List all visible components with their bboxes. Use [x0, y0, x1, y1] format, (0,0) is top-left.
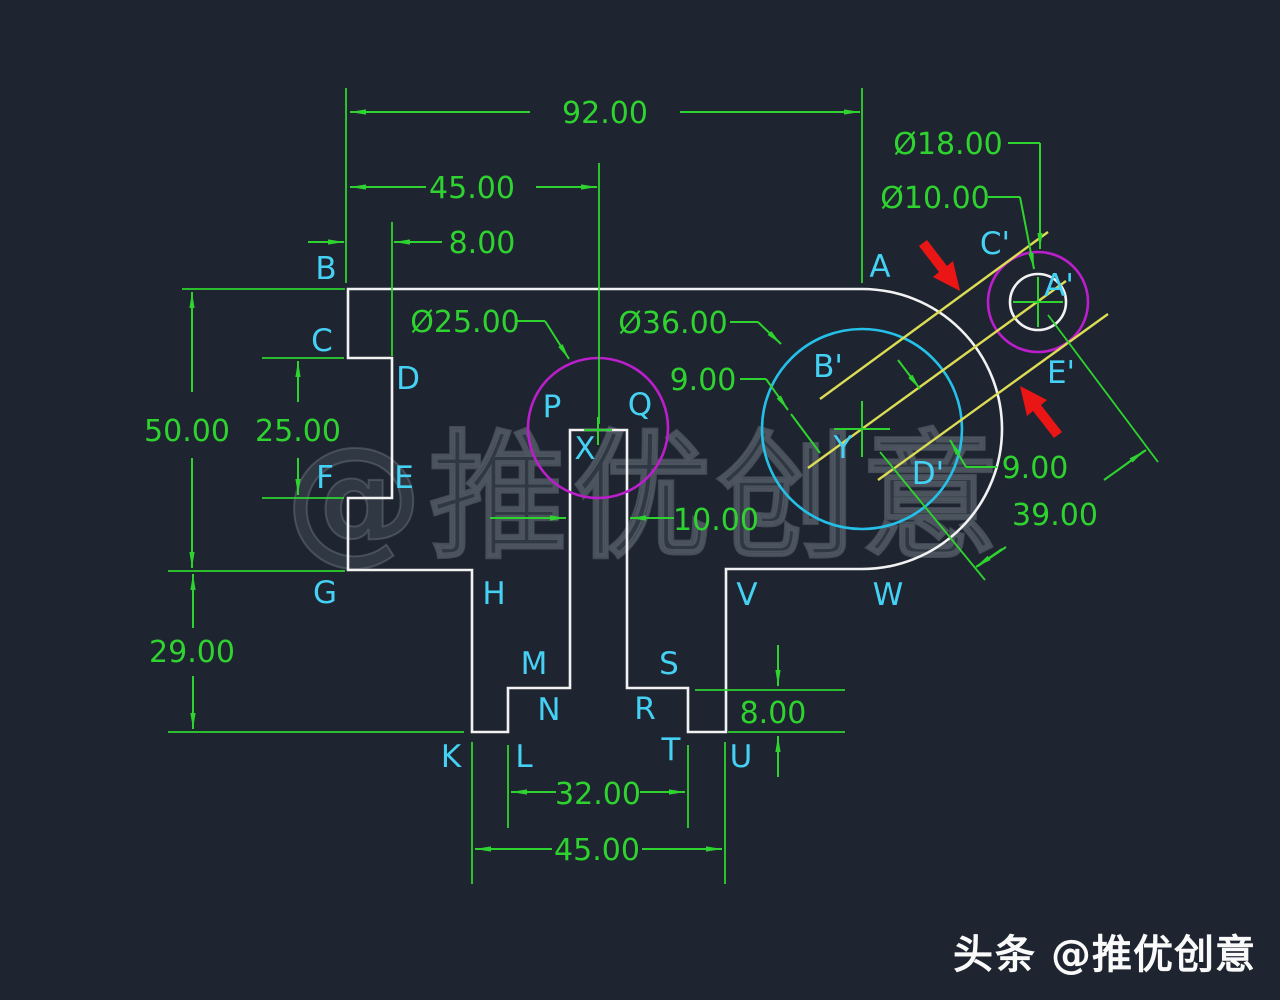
point-label-C: C: [311, 323, 333, 359]
point-label-D-prime: D': [912, 456, 944, 492]
hole-circle-d18: [986, 250, 1090, 354]
dim-value-offset-upper: 9.00: [670, 363, 737, 398]
dim-value-center-distance: 39.00: [1012, 498, 1098, 533]
point-label-P: P: [543, 389, 562, 425]
point-label-D: D: [396, 361, 420, 397]
hole-circle-d10: [1008, 272, 1068, 332]
red-pointer-upper: [919, 240, 960, 291]
point-label-G: G: [313, 575, 337, 611]
point-label-L: L: [515, 739, 533, 775]
point-label-E: E: [394, 460, 414, 496]
point-label-F: F: [316, 460, 334, 496]
hole-circle-d25: [526, 356, 670, 500]
dim-value-offset-lower: 9.00: [1002, 451, 1069, 486]
point-label-R: R: [634, 691, 656, 727]
point-label-U: U: [730, 739, 753, 775]
dim-value-step-offset: 8.00: [449, 226, 516, 261]
point-label-A-prime: A': [1044, 268, 1074, 304]
point-label-B: B: [315, 251, 336, 287]
point-label-A: A: [869, 249, 890, 285]
footer-credit: 头条 @推优创意: [953, 922, 1256, 980]
red-pointer-lower: [1020, 386, 1062, 438]
part-outline: [346, 287, 1004, 734]
center-mark-X: [584, 417, 612, 445]
watermark-text: @推优创意: [285, 417, 1005, 578]
dim-value-foot-step-height: 8.00: [740, 696, 807, 731]
point-label-Q: Q: [628, 387, 652, 423]
point-label-H: H: [482, 576, 505, 612]
dim-value-feet-inner-span: 32.00: [555, 777, 641, 812]
point-label-N: N: [537, 692, 560, 728]
dim-value-left-to-slot: 45.00: [429, 171, 515, 206]
dim-value-leg-height: 29.00: [149, 635, 235, 670]
center-mark-A-prime: [1013, 277, 1063, 327]
point-label-B-prime: B': [813, 349, 843, 385]
point-label-M: M: [521, 646, 548, 682]
footer-brand: 头条: [953, 932, 1037, 978]
point-label-S: S: [659, 646, 679, 682]
aux-circle-d36: [760, 327, 964, 531]
dim-value-circle-dia-middle: Ø36.00: [618, 306, 728, 341]
point-label-E-prime: E': [1047, 355, 1075, 391]
point-label-X: X: [574, 431, 595, 467]
dim-value-hole-dia-left: Ø25.00: [410, 305, 520, 340]
dim-value-notch-height: 25.00: [255, 414, 341, 449]
tangent-lines: [807, 231, 1109, 481]
dim-value-body-height: 50.00: [144, 414, 230, 449]
dim-value-feet-outer-span: 45.00: [554, 833, 640, 868]
point-label-C-prime: C': [980, 226, 1010, 262]
dim-value-hole-dia-inner: Ø10.00: [880, 181, 990, 216]
point-label-V: V: [736, 577, 757, 613]
extension-lines: [168, 88, 1159, 884]
footer-handle: @推优创意: [1051, 932, 1256, 978]
center-mark-Y: [834, 401, 890, 457]
dimension-lines: [189, 109, 1147, 852]
point-label-K: K: [441, 739, 462, 775]
point-label-T: T: [661, 732, 682, 768]
dim-value-hole-dia-outer: Ø18.00: [893, 127, 1003, 162]
point-label-Y: Y: [833, 430, 853, 466]
point-label-W: W: [873, 577, 904, 613]
point-label-layer: B A C D E F G H K L MN P Q RS T U V W X Y B' C' A' D' E': [311, 226, 1075, 775]
dim-value-total-width: 92.00: [562, 96, 648, 131]
dim-value-slot-width: 10.00: [673, 503, 759, 538]
dimension-text-layer: 92.00 45.00 8.00 50.00 25.00 29.00 Ø25.00 Ø36.0…: [144, 96, 1098, 868]
